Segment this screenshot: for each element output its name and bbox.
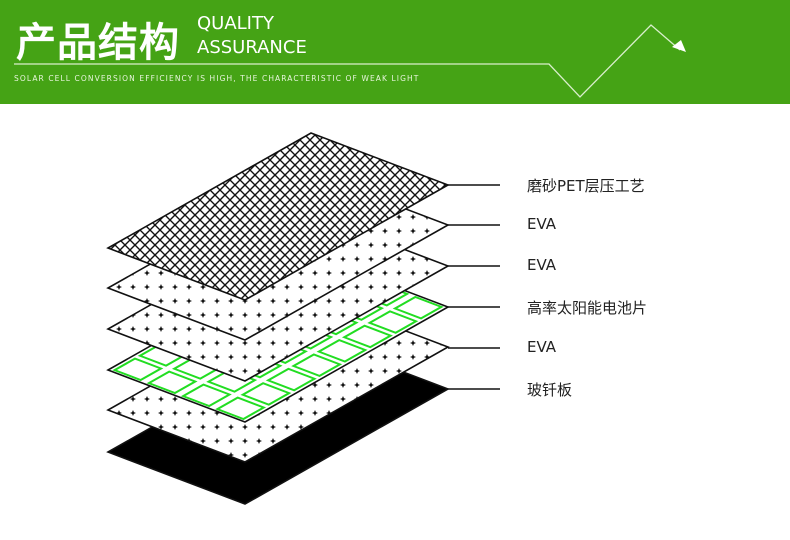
solar-cell [291, 353, 343, 377]
layer-label: EVA [527, 215, 557, 233]
title-en-line1: QUALITY [197, 13, 274, 34]
layer-label: EVA [527, 338, 557, 356]
solar-cell [180, 383, 232, 408]
solar-cell [146, 370, 198, 395]
solar-cell [265, 367, 317, 392]
layer-label: 磨砂PET层压工艺 [527, 177, 645, 195]
solar-cell [206, 369, 258, 393]
page-title: 产品结构 [16, 20, 180, 66]
subtitle: SOLAR CELL CONVERSION EFFICIENCY IS HIGH… [14, 74, 420, 83]
layer-label: EVA [527, 256, 557, 274]
zigzag-arrow-icon [14, 24, 686, 98]
solar-cell [316, 339, 368, 363]
solar-cell [215, 396, 267, 421]
solar-cell [392, 295, 444, 320]
solar-cell [112, 357, 164, 382]
solar-cell [341, 324, 393, 349]
solar-cell [367, 310, 419, 334]
title-en-line2: ASSURANCE [197, 37, 307, 58]
header-banner: 产品结构 QUALITY ASSURANCE SOLAR CELL CONVER… [0, 0, 790, 104]
solar-cell [240, 382, 292, 406]
layer-label: 高率太阳能电池片 [527, 299, 648, 317]
layer-label: 玻钎板 [527, 381, 573, 399]
page-title-english: QUALITY ASSURANCE [197, 12, 307, 60]
